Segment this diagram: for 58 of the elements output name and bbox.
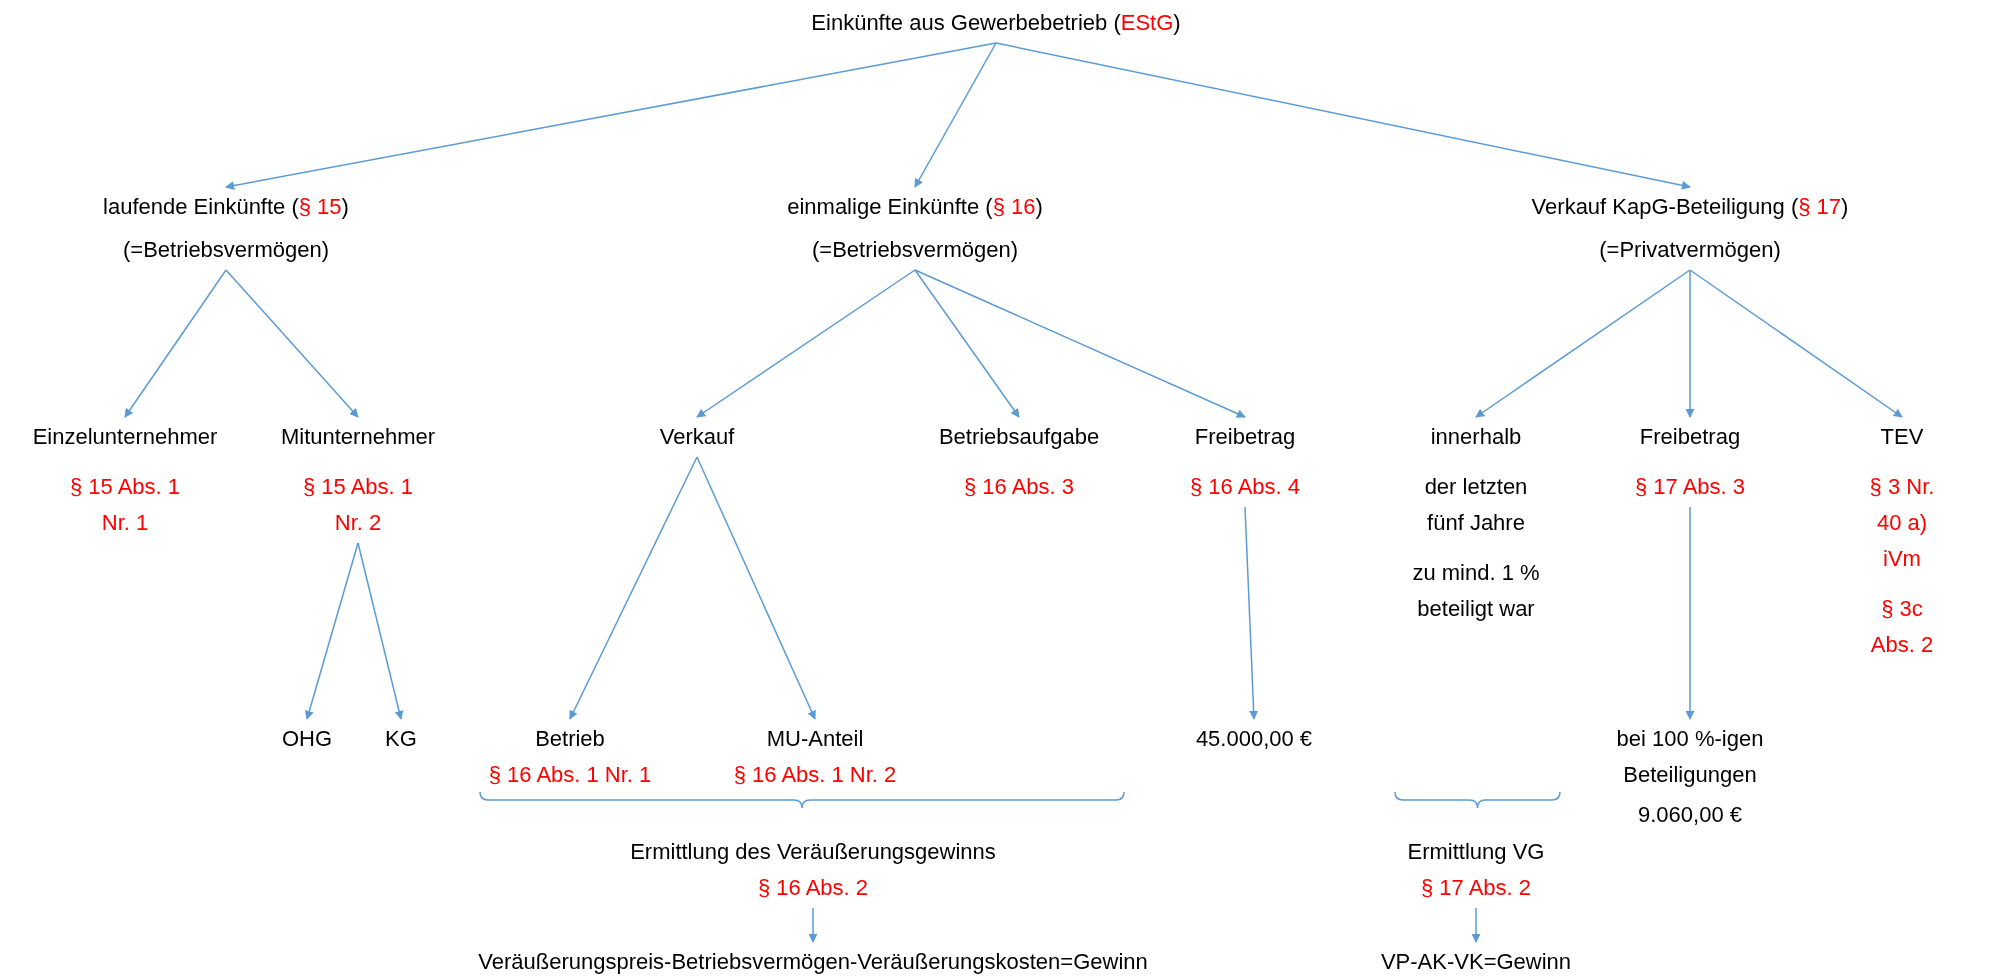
paragraph-reference: § 16 Abs. 3 [963,473,1075,501]
node-label: Freibetrag [1194,423,1296,451]
paragraph-reference: § 16 Abs. 1 Nr. 1 [488,761,652,789]
arrow [1471,907,1481,943]
arrow [1475,269,1691,418]
node-label: (=Betriebsvermögen) [812,236,1018,264]
node-label: 45.000,00 € [1195,725,1313,753]
paragraph-reference: § 16 Abs. 1 Nr. 2 [733,761,897,789]
paragraph-reference: § 15 Abs. 1 Nr. 2 [301,473,415,537]
node-label: Verkauf KapG-Beteiligung (§ 17) [1531,193,1849,221]
arrow [304,542,359,720]
node-label: Verkauf [659,423,735,451]
arrow [1685,269,1695,418]
arrow [1244,506,1259,720]
paragraph-reference: § 16 Abs. 4 [1189,473,1301,501]
arrow [225,269,359,418]
node-label: Einkünfte aus Gewerbebetrieb (EStG) [811,9,1181,37]
node-label: VP-AK-VK=Gewinn [1380,948,1572,976]
node-label: einmalige Einkünfte (§ 16) [787,193,1043,221]
arrow [225,42,997,190]
node-label: laufende Einkünfte (§ 15) [103,193,349,221]
node-label: der letzten fünf Jahre [1423,473,1529,537]
node-label: TEV [1880,423,1924,451]
node-label: Veräußerungspreis-Betriebsvermögen-Veräußerungskosten=Gewinn [478,948,1148,976]
node-label: OHG [281,725,333,753]
node-label: (=Betriebsvermögen) [123,236,329,264]
paragraph-reference: § 3c Abs. 2 [1869,595,1935,659]
node-label: (=Privatvermögen) [1599,236,1781,264]
arrow [1689,269,1903,418]
node-label: zu mind. 1 % beteiligt war [1411,559,1541,623]
node-label: 9.060,00 € [1638,801,1742,829]
node-label: Einzelunternehmer [32,423,218,451]
arrow [1685,506,1695,720]
node-label: Mitunternehmer [280,423,436,451]
paragraph-reference: § 17 Abs. 3 [1634,473,1746,501]
arrow [995,42,1691,190]
node-label: bei 100 %-igen Beteiligungen [1615,725,1765,789]
node-label: Betriebsaufgabe [938,423,1100,451]
node-label: Ermittlung VG [1407,838,1545,866]
arrow [696,456,816,720]
node-label: KG [385,725,417,753]
arrow [569,456,698,720]
arrow [696,269,916,418]
arrow [914,269,1246,418]
paragraph-reference: § 17 Abs. 2 [1420,874,1532,902]
node-label: MU-Anteil [766,725,864,753]
paragraph-reference: § 3 Nr. 40 a) iVm [1868,473,1936,573]
arrow [808,907,818,943]
node-label: Freibetrag [1639,423,1741,451]
paragraph-reference: § 15 Abs. 1 Nr. 1 [68,473,182,537]
arrow [124,269,227,418]
node-label: Ermittlung des Veräußerungsgewinns [630,838,996,866]
arrow [914,269,1020,418]
arrow [914,42,997,188]
node-label: innerhalb [1430,423,1522,451]
paragraph-reference: § 16 Abs. 2 [757,874,869,902]
arrow [357,542,404,720]
node-label: Betrieb [535,725,605,753]
